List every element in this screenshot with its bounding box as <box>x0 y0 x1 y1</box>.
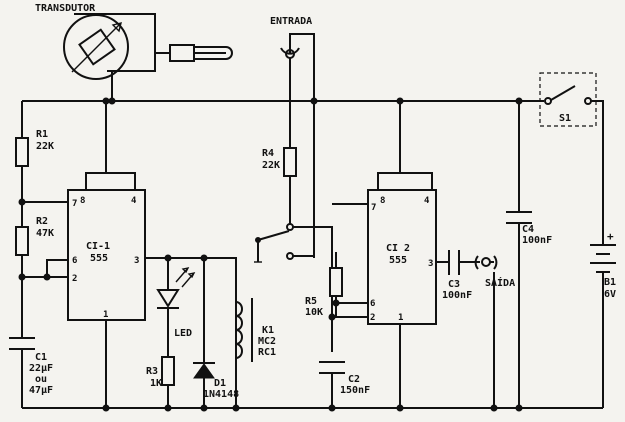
r1-resistor <box>15 137 29 167</box>
ci1-pin3: 3 <box>134 256 139 266</box>
c2-value: 150nF <box>340 385 370 396</box>
r3-resistor <box>161 356 175 408</box>
ci1-pin8: 8 <box>80 196 85 206</box>
d1-value: 1N4148 <box>203 389 239 400</box>
k1-name: K1 <box>262 325 274 336</box>
led <box>156 258 196 357</box>
b1-value: 6V <box>604 289 616 300</box>
c1-name: C1 <box>35 352 47 363</box>
ci2-pin7: 7 <box>371 203 376 213</box>
c1-value-b: 47µF <box>29 385 53 396</box>
led-label: LED <box>174 328 192 339</box>
r4-resistor <box>283 58 297 224</box>
r3-value: 1K <box>150 378 162 389</box>
k1-value-b: RC1 <box>258 347 276 358</box>
ci2-pin1: 1 <box>398 313 403 323</box>
b1-name: B1 <box>604 277 616 288</box>
c4-value: 100nF <box>522 235 552 246</box>
c1-capacitor <box>9 337 35 350</box>
d1-name: D1 <box>214 378 226 389</box>
junction-dots <box>18 97 523 412</box>
entrada-label: ENTRADA <box>270 16 312 27</box>
ci2-type: 555 <box>389 255 407 266</box>
ci2-name: CI 2 <box>386 243 410 254</box>
d1-diode <box>193 258 215 408</box>
r4-value: 22K <box>262 160 280 171</box>
ci1-type: 555 <box>90 253 108 264</box>
c3-name: C3 <box>448 279 460 290</box>
transducer <box>63 13 233 101</box>
b1-battery <box>590 244 616 408</box>
transdutor-label: TRANSDUTOR <box>35 3 96 14</box>
saida-label: SAÍDA <box>485 276 515 289</box>
ci2-pin8: 8 <box>380 196 385 206</box>
ci1-pin7: 7 <box>72 199 77 209</box>
r5-value: 10K <box>305 307 323 318</box>
r2-value: 47K <box>36 228 54 239</box>
r1-name: R1 <box>36 129 48 140</box>
ci2-pin6: 6 <box>370 299 375 309</box>
k1-relay <box>235 298 253 362</box>
r1-value: 22K <box>36 141 54 152</box>
b1-plus: + <box>607 230 614 243</box>
ci2-pin2: 2 <box>370 313 375 323</box>
c4-name: C4 <box>522 224 534 235</box>
ci2-pin4: 4 <box>424 196 430 206</box>
c4-capacitor <box>506 101 532 408</box>
r4-name: R4 <box>262 148 274 159</box>
ci1-pin1: 1 <box>103 310 108 320</box>
r5-name: R5 <box>305 296 317 307</box>
c2-name: C2 <box>348 374 360 385</box>
ci1-pin4: 4 <box>131 196 137 206</box>
s1-name: S1 <box>559 113 571 124</box>
ci2-ic <box>367 101 437 408</box>
r2-name: R2 <box>36 216 48 227</box>
entrada-jack <box>280 33 315 258</box>
c3-capacitor <box>436 250 480 275</box>
c1-value-a: 22µF <box>29 363 53 374</box>
ci2-pin3: 3 <box>428 259 433 269</box>
ci1-name: CI-1 <box>86 241 110 252</box>
c1-or: ou <box>35 374 47 385</box>
k1-value-a: MC2 <box>258 336 276 347</box>
c2-capacitor <box>319 361 345 408</box>
ci1-pin6: 6 <box>72 256 77 266</box>
ci1-ic <box>67 101 146 408</box>
relay-contact <box>254 223 333 352</box>
c3-value: 100nF <box>442 290 472 301</box>
saida-jack <box>474 255 498 408</box>
r2-resistor <box>15 226 29 256</box>
s1-switch <box>539 72 604 245</box>
ci1-pin2: 2 <box>72 274 77 284</box>
r3-name: R3 <box>146 366 158 377</box>
supply-rail <box>21 100 544 138</box>
